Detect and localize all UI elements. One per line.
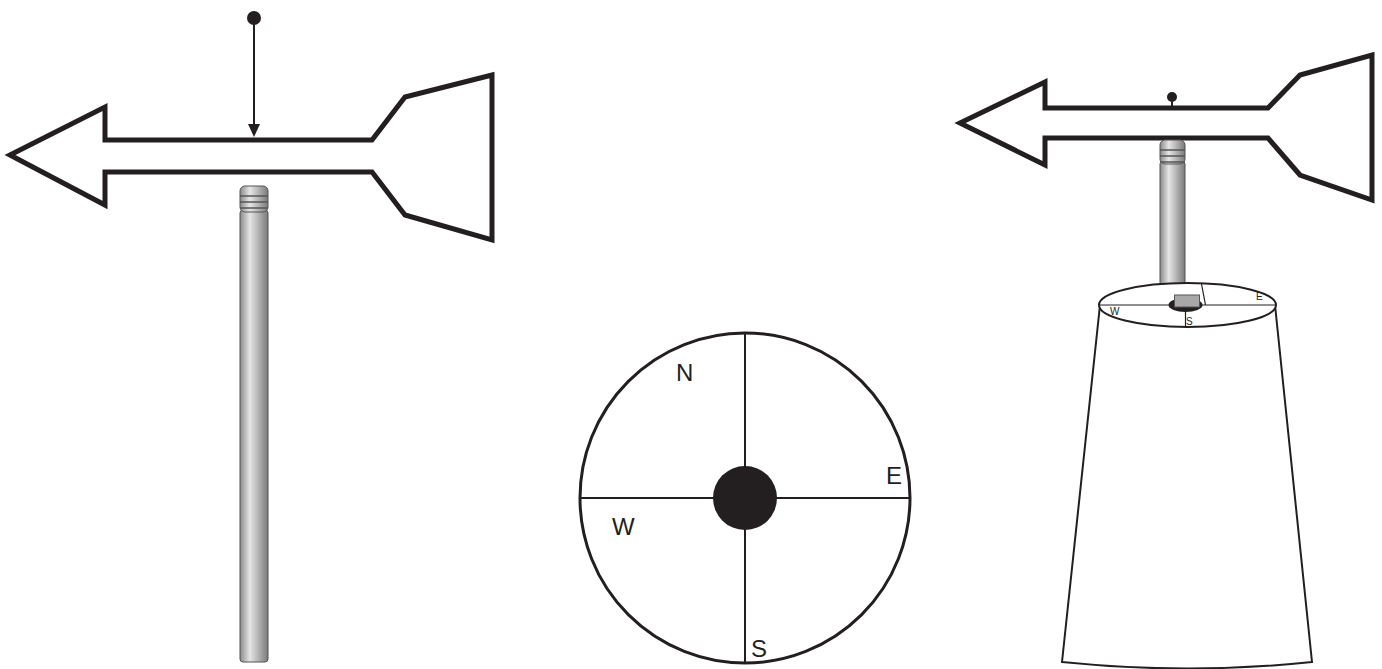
compass-rose: N E W S — [578, 331, 912, 665]
pin — [247, 11, 261, 137]
direction-label: W — [1110, 307, 1119, 317]
compass-label: S — [751, 637, 767, 661]
compass-label: W — [612, 515, 635, 539]
compass-rose-outline — [578, 331, 912, 665]
compass-label: N — [676, 361, 693, 385]
cup-body — [1062, 305, 1312, 669]
pin-head — [1167, 92, 1177, 108]
pencil — [240, 186, 268, 662]
direction-label: E — [1256, 292, 1263, 302]
compass-label: E — [886, 464, 902, 488]
direction-label: S — [1186, 317, 1193, 327]
cup-top: W S E — [1098, 281, 1277, 329]
